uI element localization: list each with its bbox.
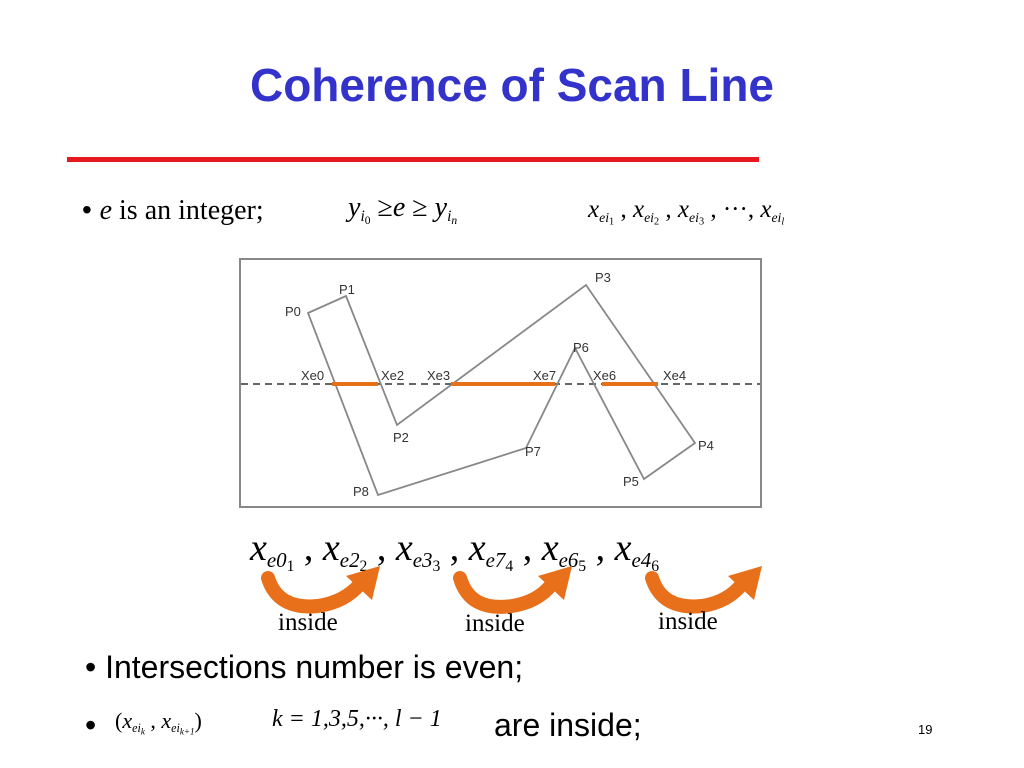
seq2-sub-3: e3 — [412, 548, 433, 573]
seq2-x-1: x — [250, 527, 267, 569]
y-in-subsub: n — [451, 215, 458, 228]
seq-x-1: x — [588, 196, 600, 223]
seq2-sub-2: e2 — [339, 548, 360, 573]
label-P6: P6 — [573, 340, 589, 355]
polygon-scanline-figure: P0 P1 P2 P3 P4 P5 P6 P7 P8 Xe0 Xe2 Xe3 X… — [239, 258, 762, 508]
pair-x-2: x — [161, 708, 172, 733]
label-P2: P2 — [393, 430, 409, 445]
label-P1: P1 — [339, 282, 355, 297]
bullet-1: • e is an integer; — [82, 194, 264, 227]
bullet-2: • Intersections number is even; — [85, 649, 523, 686]
pair-sub-1: ei — [132, 721, 141, 736]
label-Xe3: Xe3 — [427, 368, 450, 383]
bullet-3: • — [85, 707, 96, 744]
bullet-dot: • — [85, 649, 97, 685]
seq2-x-3: x — [395, 527, 413, 569]
ge-1: ≥ — [370, 192, 393, 223]
seq-sub-1: ei — [599, 209, 610, 225]
seq2-x-5: x — [541, 527, 559, 569]
polygon-outline — [306, 283, 697, 497]
seq2-sub-5: e6 — [558, 548, 579, 573]
figure-frame — [239, 258, 762, 508]
seq-x-3: x — [677, 196, 690, 223]
pair-open: ( — [115, 708, 123, 733]
seq2-idx-2: 2 — [359, 558, 368, 576]
seq-sub-3: ei — [689, 209, 699, 225]
label-Xe7: Xe7 — [533, 368, 556, 383]
seq-sub-l: ei — [771, 209, 782, 225]
seq2-x-2: x — [322, 527, 340, 569]
bullet-1-e: e — [99, 195, 113, 226]
y-i0: y — [348, 192, 361, 223]
cond-e: e — [392, 192, 406, 223]
seq2-idx-6: 6 — [651, 558, 660, 576]
label-P0: P0 — [285, 304, 301, 319]
ge-2: ≥ — [405, 192, 435, 223]
seq-idx-2: 2 — [654, 216, 660, 228]
inside-label-3: inside — [658, 608, 718, 635]
seq2-idx-5: 5 — [578, 558, 587, 576]
seq2-sub-1: e0 — [266, 548, 287, 573]
seq2-x-4: x — [468, 527, 486, 569]
seq-idx-3: 3 — [698, 216, 705, 228]
sorted-intersection-sequence: xe01 , xe22 , xe33 , xe74 , xe65 , xe46 — [250, 527, 660, 576]
k-range-expression: k = 1,3,5,···, l − 1 — [272, 706, 442, 732]
pair-x-1: x — [122, 708, 133, 733]
arrow-1 — [261, 566, 380, 614]
label-Xe4: Xe4 — [663, 368, 686, 383]
bullet-dot: • — [82, 194, 92, 225]
label-Xe2: Xe2 — [381, 368, 404, 383]
arrow-3 — [645, 566, 762, 614]
arrow-2 — [453, 566, 572, 614]
label-P4: P4 — [698, 438, 714, 453]
y-i0-subsub: 0 — [364, 215, 371, 228]
pair-idx-1: k — [140, 726, 145, 737]
bullet-1-text: is an integer; — [112, 195, 264, 226]
seq-ellipsis: ··· — [722, 196, 748, 223]
inside-pair-expression: (xeik , xeik+1) — [115, 708, 202, 737]
inside-label-1: inside — [278, 609, 338, 636]
seq2-idx-3: 3 — [432, 558, 441, 576]
bullet-dot: • — [85, 707, 97, 743]
seq2-sub-4: e7 — [485, 548, 506, 573]
label-P8: P8 — [353, 484, 369, 499]
label-P5: P5 — [623, 474, 639, 489]
seq2-sub-6: e4 — [631, 548, 652, 573]
bullet-2-text: Intersections number is even; — [105, 649, 524, 685]
seq-idx-l: l — [781, 216, 785, 228]
seq2-x-6: x — [614, 527, 632, 569]
y-in: y — [434, 192, 448, 223]
label-Xe0: Xe0 — [301, 368, 324, 383]
label-P7: P7 — [525, 444, 541, 459]
seq-x-l: x — [760, 196, 772, 223]
label-Xe6: Xe6 — [593, 368, 616, 383]
seq2-idx-1: 1 — [286, 558, 295, 576]
page-number: 19 — [918, 722, 933, 737]
scanline-range-condition: yi0 ≥e ≥ yin — [348, 192, 457, 227]
y-i0-sub: i — [360, 208, 365, 226]
label-P3: P3 — [595, 270, 611, 285]
pair-sub-2: ei — [171, 721, 180, 736]
slide-title: Coherence of Scan Line — [249, 59, 774, 111]
title-underline — [67, 157, 759, 162]
seq-x-2: x — [632, 196, 645, 223]
seq-idx-1: 1 — [609, 216, 615, 228]
pair-idx-2: k+1 — [179, 726, 195, 737]
seq2-idx-4: 4 — [505, 558, 514, 576]
y-in-sub: i — [447, 208, 452, 226]
pair-close: ) — [194, 708, 202, 733]
seq-sub-2: ei — [644, 209, 654, 225]
inside-label-2: inside — [465, 610, 525, 637]
intersection-sequence-general: xei1 , xei2 , xei3 , ···, xeil — [588, 196, 785, 228]
bullet-3-text: are inside; — [494, 707, 642, 743]
